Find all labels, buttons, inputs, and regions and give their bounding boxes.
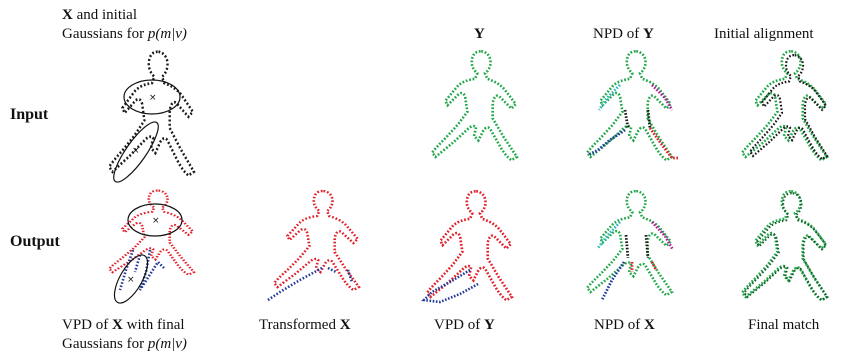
caption-initial-alignment: Initial alignment (714, 26, 814, 42)
final-match-x (743, 192, 829, 302)
final-gaussian-upper (127, 203, 183, 237)
final-gaussian-lower (113, 254, 149, 304)
vpd-y-upper (425, 189, 514, 302)
initial-alignment-y (740, 49, 829, 162)
row-label-input: Input (10, 106, 49, 123)
npd-y-red-part (648, 127, 678, 160)
caption-npd-x: NPD of X (594, 317, 655, 333)
npd-y-blue-part (587, 128, 626, 157)
vpd-y-lower (421, 268, 479, 304)
input-y-shape (430, 49, 519, 162)
caption-x-initial: X and initial Gaussians for p(m|v) (62, 7, 187, 42)
caption-npd-y: NPD of Y (593, 26, 654, 42)
row-label-output: Output (10, 233, 60, 250)
transformed-x-lower (267, 266, 354, 302)
transformed-x-upper (272, 189, 361, 292)
caption-final-match: Final match (748, 317, 820, 333)
output-vpd-x-upper (107, 189, 196, 277)
input-npd-y-shape (585, 49, 674, 162)
svg-text:×: × (127, 275, 135, 285)
npd-x-red-part (630, 261, 658, 272)
svg-text:×: × (132, 146, 140, 156)
npd-x-magenta-part (650, 221, 675, 251)
npd-x-black-part (624, 234, 650, 259)
caption-transformed-x: Transformed X (259, 317, 351, 333)
initial-alignment-x (748, 53, 829, 161)
svg-text:×: × (152, 216, 160, 226)
svg-text:×: × (149, 93, 157, 103)
npd-x-shape (585, 189, 674, 297)
caption-vpd-y: VPD of Y (434, 317, 495, 333)
npd-x-blue-part (600, 261, 626, 301)
npd-x-cyan-part (596, 221, 622, 249)
caption-y: Y (474, 26, 485, 42)
gaussian-ellipse-lower (113, 121, 159, 183)
gaussian-ellipse-upper (123, 79, 181, 115)
caption-vpd-x: VPD of X with final Gaussians for p(m|v) (62, 317, 187, 352)
